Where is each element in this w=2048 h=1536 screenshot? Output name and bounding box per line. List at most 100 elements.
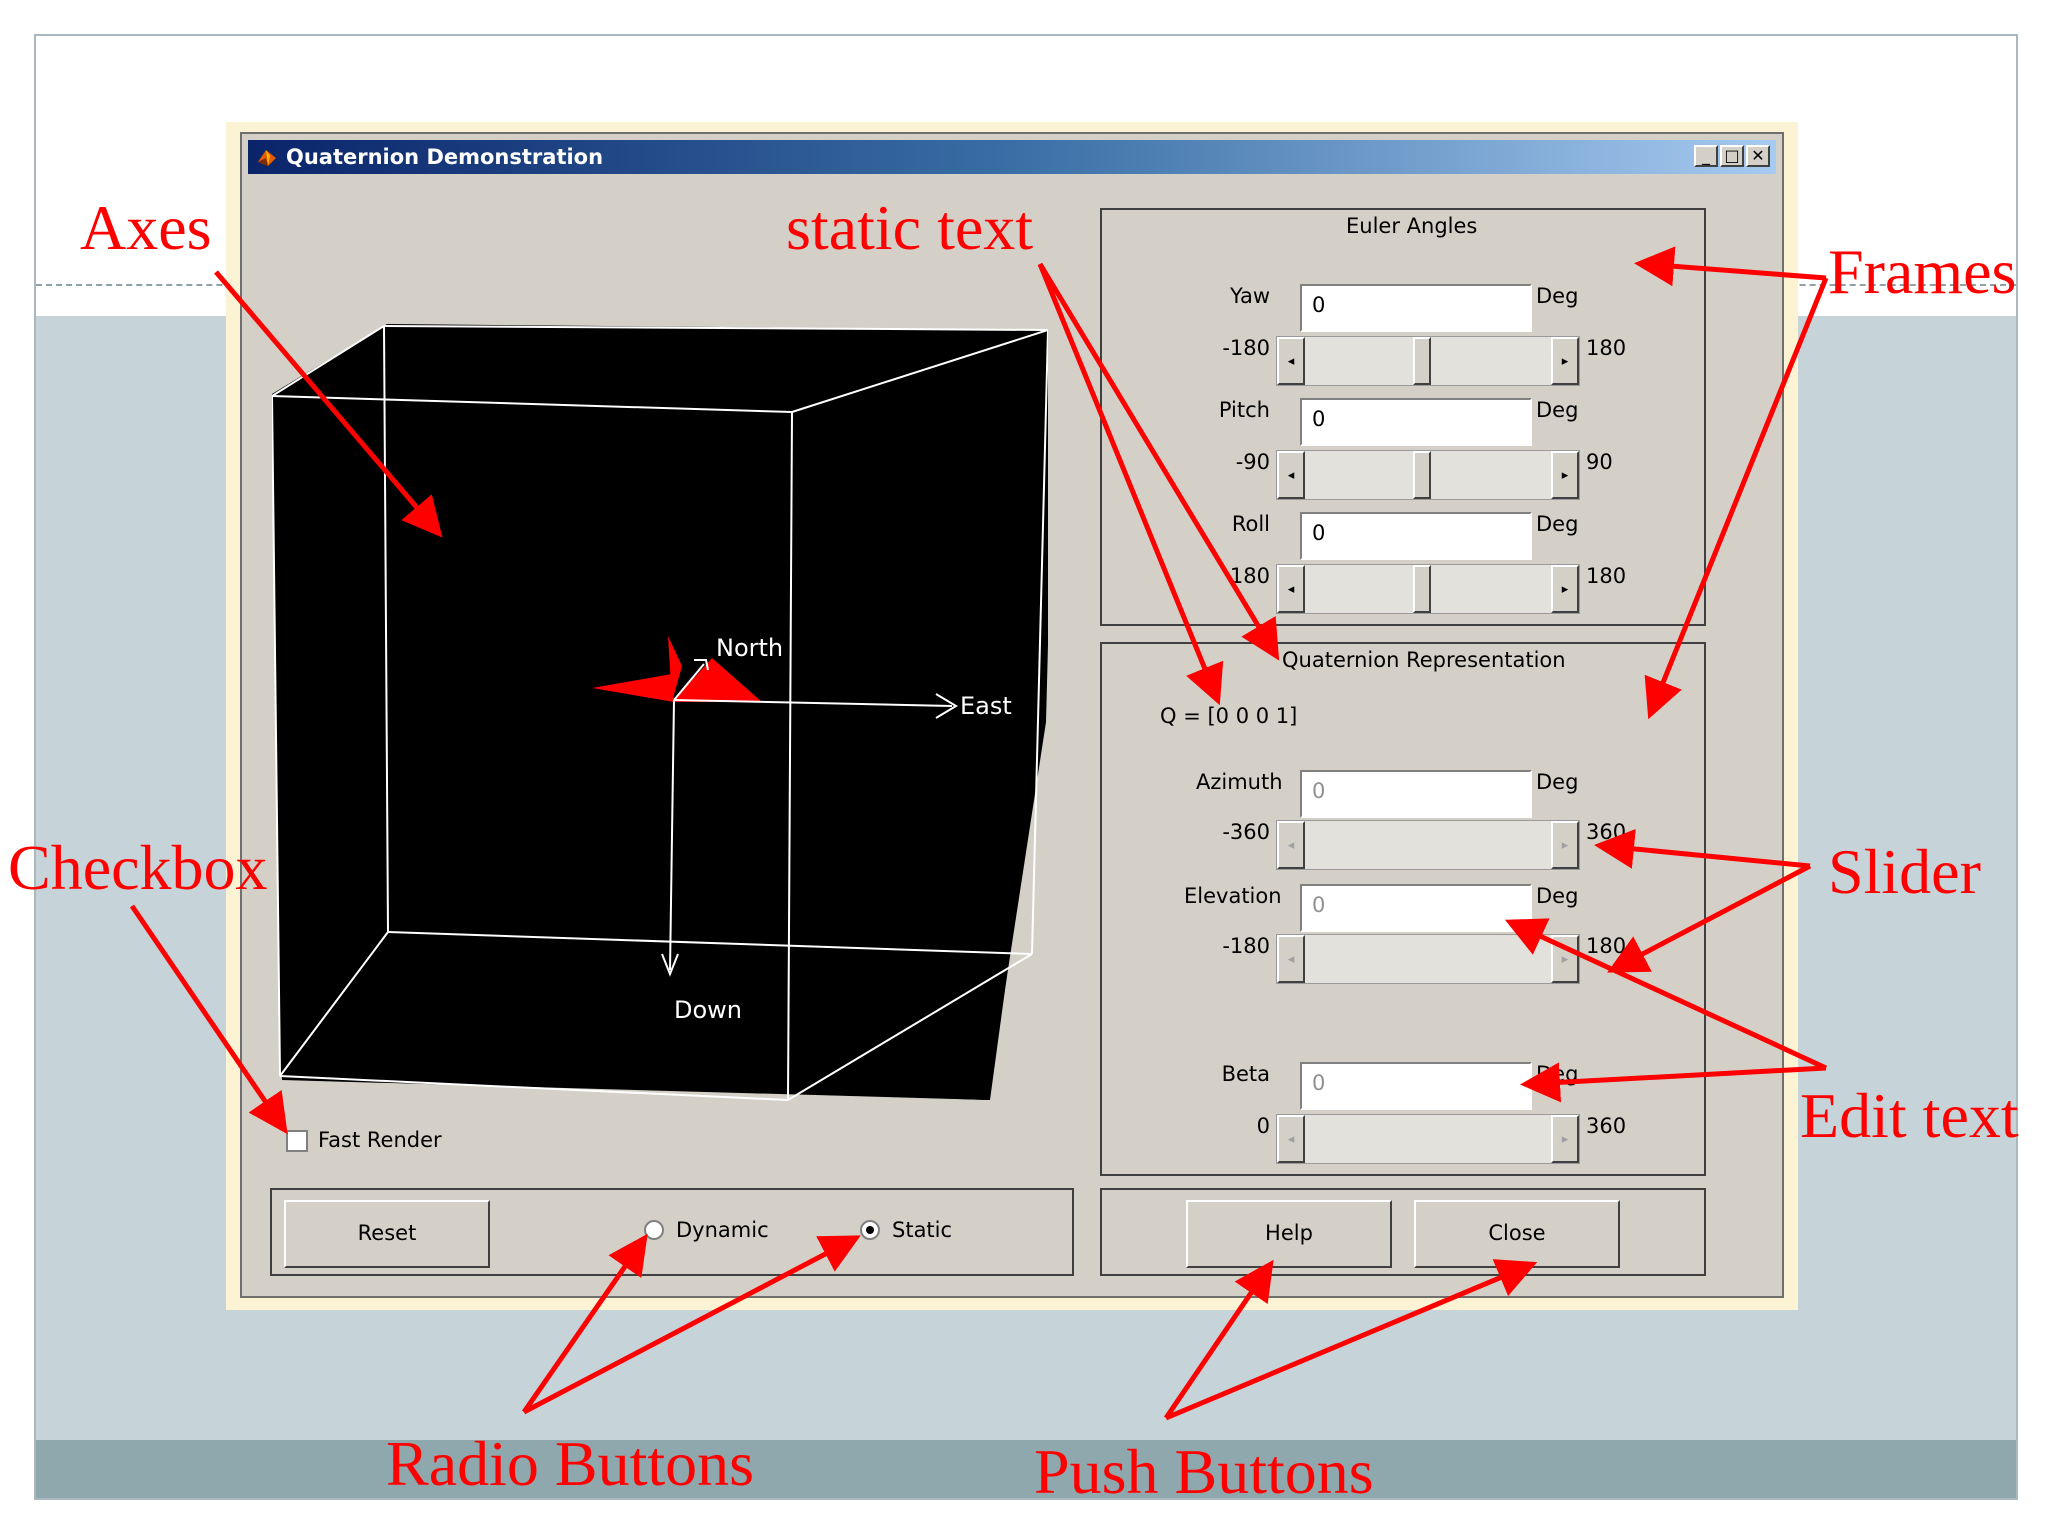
roll-slider-right-arrow-icon[interactable]: ▸ [1551,565,1579,613]
axis-label-north: North [716,634,783,662]
azimuth-slider-right-arrow-icon[interactable]: ▸ [1551,821,1579,869]
static-radio[interactable] [860,1220,880,1240]
pitch-edit[interactable]: 0 [1300,398,1532,446]
minimize-icon[interactable]: _ [1694,145,1718,167]
yaw-slider-thumb[interactable] [1413,337,1431,385]
close-window-icon[interactable]: ✕ [1746,145,1770,167]
yaw-label: Yaw [1230,284,1270,308]
elevation-slider-left-arrow-icon[interactable]: ◂ [1277,935,1305,983]
arrow-checkbox [129,904,288,1135]
pitch-min: -90 [1235,450,1270,474]
roll-unit: Deg [1536,512,1579,536]
yaw-edit[interactable]: 0 [1300,284,1532,332]
arrow-radio-2 [522,1235,861,1415]
axis-arrows [661,659,958,977]
annotation-frames: Frames [1828,236,2017,307]
azimuth-slider[interactable]: ◂ ▸ [1276,820,1580,870]
arrow-axes [214,270,443,538]
beta-max: 360 [1586,1114,1627,1138]
pitch-max: 90 [1586,450,1613,474]
elevation-label: Elevation [1184,884,1282,908]
annotation-checkbox: Checkbox [8,832,268,903]
beta-edit[interactable]: 0 [1300,1062,1532,1110]
quaternion-value: Q = [0 0 0 1] [1160,704,1298,728]
yaw-min: -180 [1222,336,1270,360]
plot-fill [272,326,1048,1100]
red-aircraft-marker [592,636,762,702]
slide-footer-band [36,1440,2016,1498]
roll-label: Roll [1231,512,1270,536]
roll-edit[interactable]: 0 [1300,512,1532,560]
beta-label: Beta [1221,1062,1270,1086]
roll-slider[interactable]: ◂ ▸ [1276,564,1580,614]
azimuth-unit: Deg [1536,770,1579,794]
dynamic-radio[interactable] [644,1220,664,1240]
radio-selected-dot [866,1226,874,1234]
beta-slider-left-arrow-icon[interactable]: ◂ [1277,1115,1305,1163]
pitch-slider-right-arrow-icon[interactable]: ▸ [1551,451,1579,499]
annotation-push-buttons: Push Buttons [1034,1436,1374,1507]
arrow-push-2 [1165,1259,1538,1421]
annotation-edit-text: Edit text [1800,1080,2019,1151]
arrow-static-text-1 [1037,263,1224,706]
window-title: Quaternion Demonstration [286,145,604,169]
dynamic-radio-label: Dynamic [676,1218,769,1242]
pitch-label: Pitch [1218,398,1270,422]
beta-slider[interactable]: ◂ ▸ [1276,1114,1580,1164]
static-radio-label: Static [892,1218,953,1242]
euler-angles-title: Euler Angles [1346,214,1478,238]
arrow-frames-1 [1634,246,1827,287]
annotation-axes: Axes [80,192,212,263]
yaw-slider-left-arrow-icon[interactable]: ◂ [1277,337,1305,385]
arrow-static-text-2 [1037,262,1280,661]
roll-slider-left-arrow-icon[interactable]: ◂ [1277,565,1305,613]
title-bar[interactable]: Quaternion Demonstration _ □ ✕ [248,140,1776,174]
pitch-slider-left-arrow-icon[interactable]: ◂ [1277,451,1305,499]
axis-label-east: East [960,692,1012,720]
arrow-slider-1 [1594,828,1811,869]
help-button[interactable]: Help [1186,1200,1392,1268]
elevation-min: -180 [1222,934,1270,958]
arrow-frames-2 [1644,277,1829,720]
pitch-slider-thumb[interactable] [1413,451,1431,499]
azimuth-slider-left-arrow-icon[interactable]: ◂ [1277,821,1305,869]
maximize-icon[interactable]: □ [1720,145,1744,167]
axes-box [272,325,1048,1101]
quaternion-title: Quaternion Representation [1282,648,1566,672]
beta-slider-right-arrow-icon[interactable]: ▸ [1551,1115,1579,1163]
azimuth-label: Azimuth [1196,770,1283,794]
mode-frame [270,1188,1074,1276]
arrow-edit-text-2 [1520,1062,1827,1103]
elevation-slider[interactable]: ◂ ▸ [1276,934,1580,984]
fast-render-checkbox[interactable] [286,1130,308,1152]
roll-min: 180 [1229,564,1270,588]
azimuth-min: -360 [1222,820,1270,844]
axes-plot[interactable]: North East Down [272,290,1048,1122]
axis-label-down: Down [674,996,742,1024]
beta-min: 0 [1256,1114,1270,1138]
fast-render-label: Fast Render [318,1128,442,1152]
elevation-edit[interactable]: 0 [1300,884,1532,932]
reset-button[interactable]: Reset [284,1200,490,1268]
roll-max: 180 [1586,564,1627,588]
yaw-unit: Deg [1536,284,1579,308]
elevation-slider-right-arrow-icon[interactable]: ▸ [1551,935,1579,983]
quaternion-frame [1100,642,1706,1176]
arrow-radio-1 [521,1233,648,1414]
yaw-slider-right-arrow-icon[interactable]: ▸ [1551,337,1579,385]
pitch-unit: Deg [1536,398,1579,422]
elevation-unit: Deg [1536,884,1579,908]
arrow-edit-text-1 [1504,918,1828,1071]
pitch-slider[interactable]: ◂ ▸ [1276,450,1580,500]
roll-slider-thumb[interactable] [1413,565,1431,613]
yaw-max: 180 [1586,336,1627,360]
annotation-slider: Slider [1828,836,1981,907]
actions-frame [1100,1188,1706,1276]
annotation-radio-buttons: Radio Buttons [386,1428,755,1499]
azimuth-edit[interactable]: 0 [1300,770,1532,818]
annotation-static-text: static text [786,192,1034,263]
arrow-push-1 [1163,1259,1274,1420]
yaw-slider[interactable]: ◂ ▸ [1276,336,1580,386]
arrow-slider-2 [1607,863,1812,973]
